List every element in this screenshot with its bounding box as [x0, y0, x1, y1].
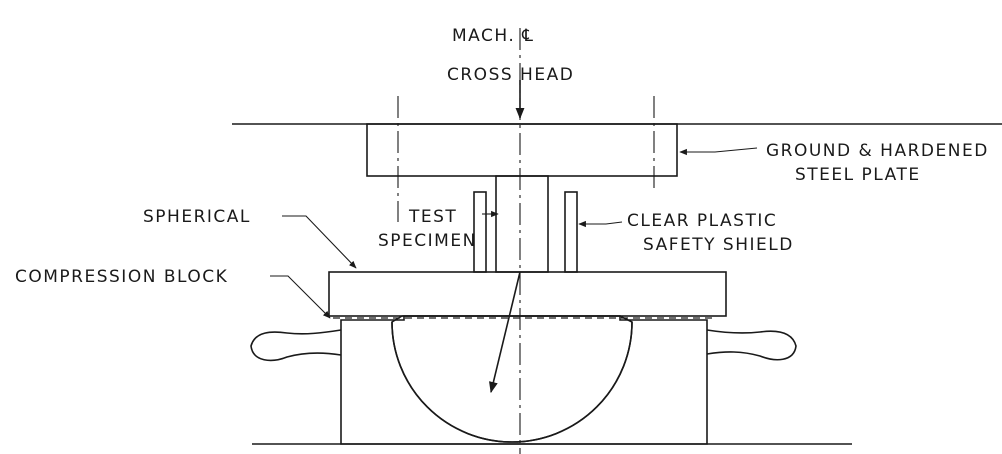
radius-arrow — [489, 271, 521, 394]
plate-label-line2: STEEL PLATE — [795, 165, 921, 185]
plate-label-line1: GROUND & HARDENED — [766, 141, 989, 161]
spherical-leader — [282, 215, 357, 269]
steel-plate — [366, 123, 678, 177]
test-label-line2: SPECIMEN — [378, 231, 477, 251]
spherical-seat-block — [340, 315, 708, 445]
compression-block-leader — [270, 275, 331, 319]
right-handle — [706, 329, 797, 361]
spherical-block-top — [328, 271, 727, 317]
left-handle — [250, 329, 342, 362]
plate-leader — [679, 147, 758, 156]
spherical-seat-cavity — [391, 315, 633, 443]
safety-shield-label-line2: SAFETY SHIELD — [643, 235, 794, 255]
cross-head-label: CROSS HEAD — [447, 65, 574, 85]
test-specimen — [495, 175, 549, 273]
safety-shield-leader — [578, 220, 623, 228]
test-label-line1: TEST — [408, 207, 457, 227]
compression-block-label: COMPRESSION BLOCK — [15, 267, 228, 287]
safety-shield-label-line1: CLEAR PLASTIC — [627, 211, 777, 231]
spherical-label: SPHERICAL — [143, 207, 251, 227]
machine-centerline-label: MACH. ℄ — [452, 26, 535, 46]
safety-shield-right-wall — [564, 191, 578, 273]
spherical-seat-outline — [391, 321, 633, 443]
